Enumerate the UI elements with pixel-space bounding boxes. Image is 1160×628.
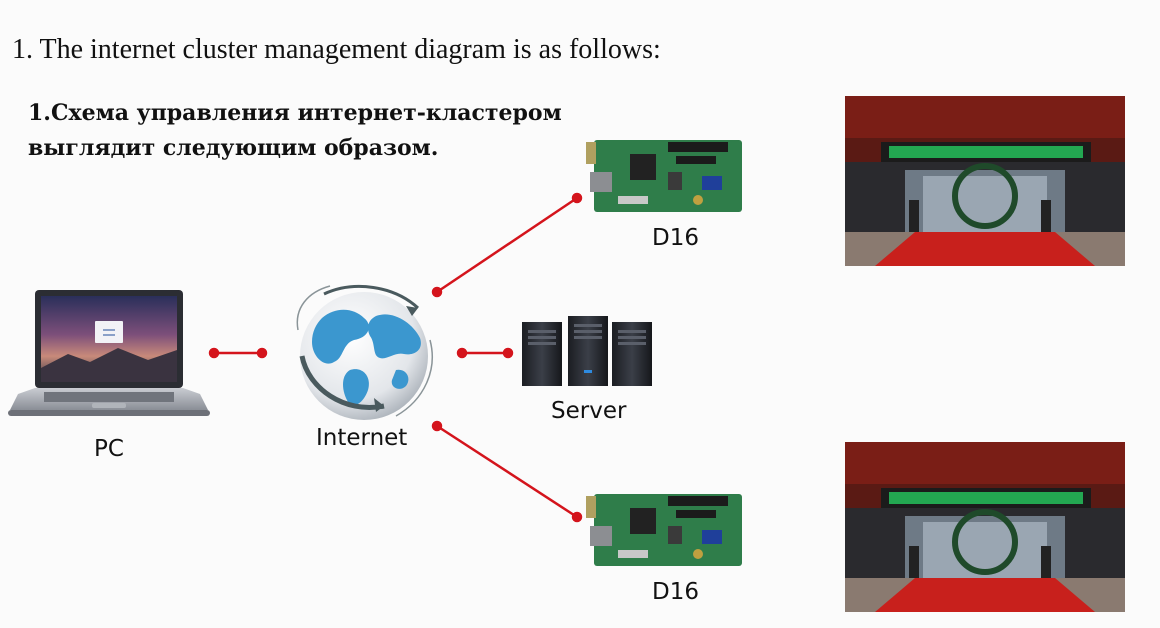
russian-heading: 1.Схема управления интернет-кластером вы… [28, 96, 628, 166]
d16-top-label: D16 [652, 225, 699, 251]
internet-label: Internet [316, 425, 408, 451]
english-heading: 1. The internet cluster management diagr… [12, 34, 661, 65]
storefront-photo-bottom [845, 442, 1125, 612]
d16-board-bottom-icon [586, 494, 742, 566]
internet-d16-top-link [436, 196, 578, 294]
server-icon [522, 316, 652, 386]
russian-heading-line-1: 1.Схема управления интернет-кластером [28, 100, 562, 126]
russian-heading-line-2: выглядит следующим образом. [28, 135, 439, 161]
d16-bottom-label: D16 [652, 579, 699, 605]
server-label: Server [551, 398, 627, 424]
storefront-photo-top [845, 96, 1125, 266]
laptop-icon [8, 290, 210, 416]
pc-label: PC [94, 436, 124, 462]
d16-board-top-icon [586, 140, 742, 212]
globe-icon [296, 284, 433, 420]
internet-d16-bottom-link [436, 424, 578, 519]
